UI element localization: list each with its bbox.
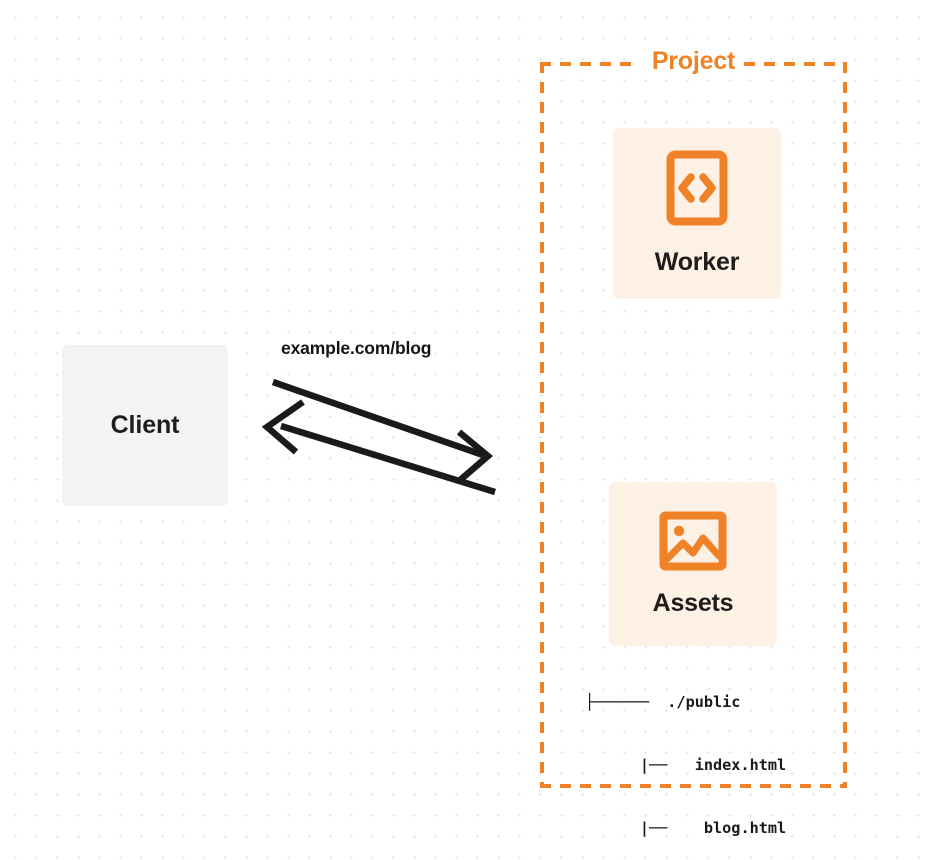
assets-node[interactable]: Assets [609, 482, 777, 646]
worker-node[interactable]: Worker [613, 128, 781, 299]
code-document-icon [666, 150, 728, 226]
file-tree-line-index: |── index.html [585, 756, 787, 774]
project-boundary: Project [540, 47, 847, 788]
boundary-edge-bottom [540, 784, 847, 788]
image-icon [659, 511, 727, 571]
response-arrow [261, 399, 496, 496]
project-title: Project [643, 47, 744, 76]
boundary-edge-top-left [540, 62, 640, 66]
client-node[interactable]: Client [62, 345, 228, 506]
file-tree-line-blog: |── blog.html [585, 819, 787, 837]
boundary-edge-left [540, 62, 544, 788]
connection-url-label: example.com/blog [281, 338, 432, 358]
assets-file-tree: ├────── ./public |── index.html |── blog… [585, 650, 786, 860]
boundary-edge-top-right [744, 62, 847, 66]
request-arrow [271, 378, 494, 484]
worker-node-label: Worker [654, 248, 740, 276]
boundary-edge-right [843, 62, 847, 788]
assets-node-label: Assets [652, 588, 734, 617]
file-tree-line-root: ├────── ./public [585, 693, 741, 711]
client-node-label: Client [110, 411, 180, 439]
